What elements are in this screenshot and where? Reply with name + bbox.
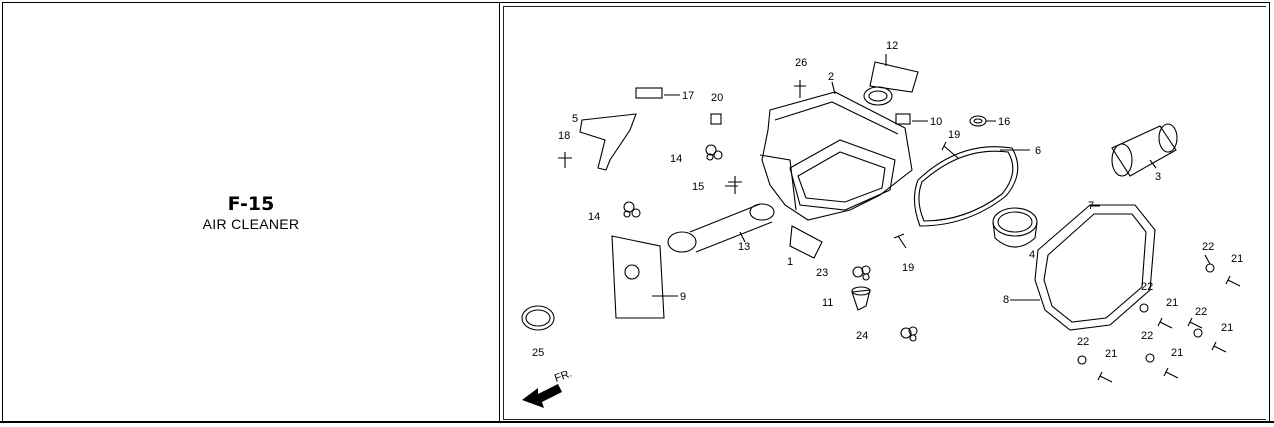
callout-label: 21 — [1231, 253, 1243, 265]
callout-label: 25 — [532, 347, 544, 359]
callout-label: 23 — [816, 267, 828, 279]
callout-label: 16 — [998, 116, 1010, 128]
callout-label: 3 — [1155, 171, 1161, 183]
callout-label: 19 — [902, 262, 914, 274]
callout-label: 22 — [1202, 241, 1214, 253]
callout-label: 18 — [558, 130, 570, 142]
callout-label: 15 — [692, 181, 704, 193]
callout-label: 24 — [856, 330, 868, 342]
callout-label: 22 — [1077, 336, 1089, 348]
title-block: F-15 AIR CLEANER — [3, 193, 499, 233]
callout-label: 9 — [680, 291, 686, 303]
callout-label: 21 — [1105, 348, 1117, 360]
callout-label: 10 — [930, 116, 942, 128]
callout-label: 26 — [795, 57, 807, 69]
callout-label: 22 — [1195, 306, 1207, 318]
bottom-rule — [0, 421, 1274, 423]
callout-label: 7 — [1088, 200, 1094, 212]
callout-label: 14 — [670, 153, 682, 165]
diagram-panel — [500, 3, 1269, 422]
callout-label: 21 — [1171, 347, 1183, 359]
callout-label: 2 — [828, 71, 834, 83]
callout-label: 11 — [822, 297, 833, 309]
diagram-inner-frame — [503, 6, 1266, 420]
direction-label: FR. — [553, 367, 574, 384]
callout-label: 22 — [1141, 330, 1153, 342]
callout-label: 13 — [738, 241, 750, 253]
title-panel: F-15 AIR CLEANER — [3, 3, 500, 422]
callout-labels: 1 2 3 4 5 6 7 8 9 10 11 12 13 14 14 15 1… — [532, 40, 1243, 360]
callout-label: 21 — [1166, 297, 1178, 309]
figure-name: AIR CLEANER — [202, 216, 300, 232]
callout-label: 8 — [1003, 294, 1009, 306]
callout-label: 14 — [588, 211, 600, 223]
callout-label: 5 — [572, 113, 578, 125]
callout-label: 21 — [1221, 322, 1233, 334]
callout-label: 19 — [948, 129, 960, 141]
callout-label: 20 — [711, 92, 723, 104]
callout-label: 1 — [787, 256, 793, 268]
callout-label: 4 — [1029, 249, 1035, 261]
callout-label: 6 — [1035, 145, 1041, 157]
callout-label: 12 — [886, 40, 898, 52]
figure-code: F-15 — [227, 193, 275, 215]
callout-label: 17 — [682, 90, 694, 102]
callout-label: 22 — [1141, 281, 1153, 293]
